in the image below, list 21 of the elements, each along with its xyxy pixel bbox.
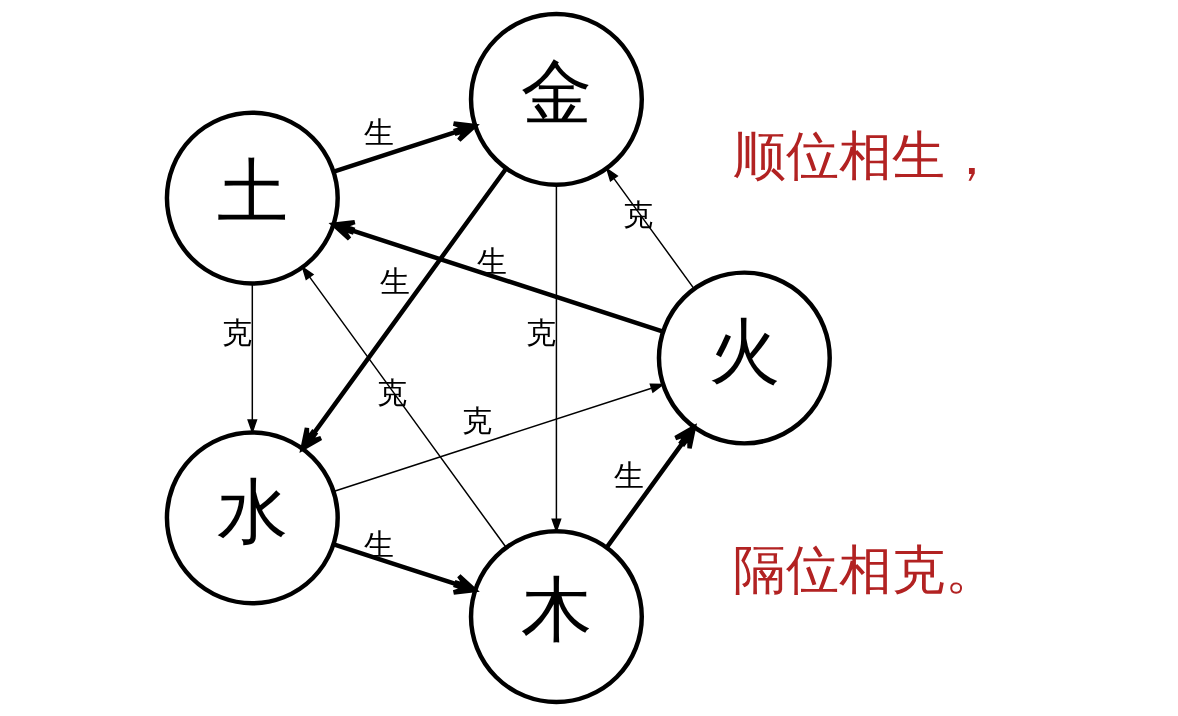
arrow (330, 220, 664, 334)
arrow (605, 167, 695, 290)
node-circle: 木 (468, 529, 644, 705)
edge-label: 生 (363, 114, 394, 150)
label: 隔位相克。 (732, 537, 998, 601)
edge-label: 生 (379, 263, 410, 299)
label: 顺位相生， (732, 123, 998, 187)
node-circle: 土 (164, 110, 340, 286)
arrow (332, 542, 477, 595)
edge-label: 克 (461, 402, 492, 438)
arrow (299, 167, 508, 451)
edge-label: 克 (221, 314, 252, 350)
arrow (604, 425, 696, 549)
arrow (332, 121, 477, 174)
edge-label: 生 (613, 458, 644, 494)
arrow (332, 383, 665, 493)
arrow (300, 265, 507, 549)
edge-label: 克 (525, 314, 556, 350)
node-circle: 水 (164, 430, 340, 606)
node-circle: 火 (656, 270, 832, 446)
node-circle: 金 (468, 11, 644, 187)
